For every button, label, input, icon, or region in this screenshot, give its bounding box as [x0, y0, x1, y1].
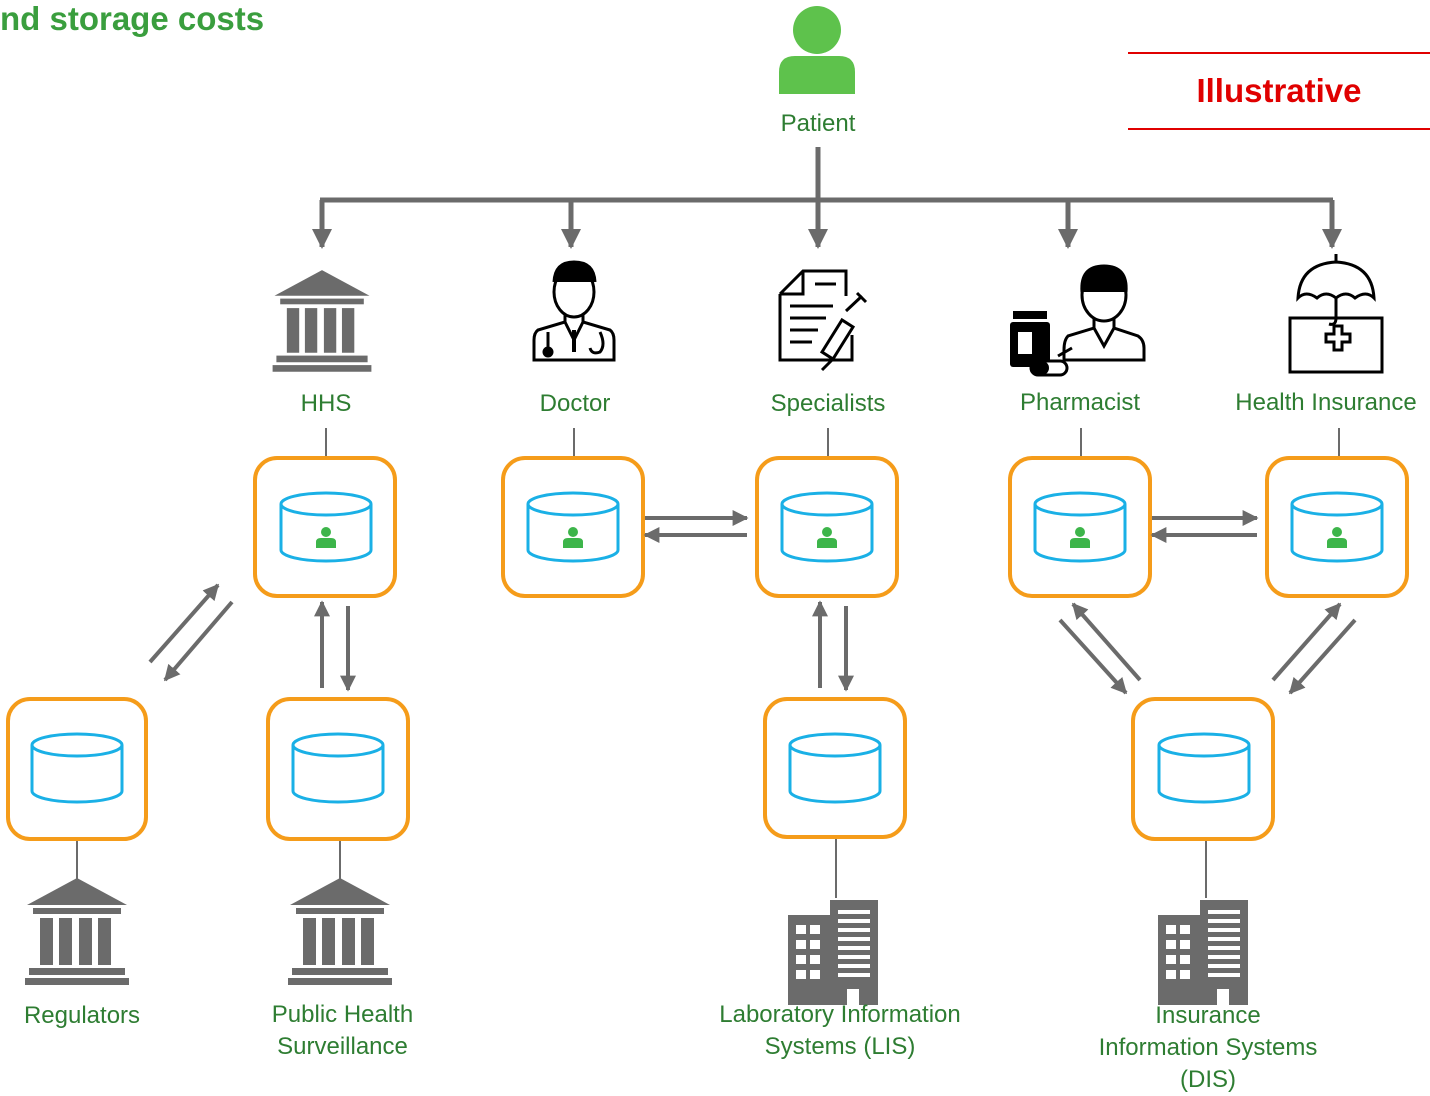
- regulators-bank-icon: [25, 878, 129, 985]
- label-pharmacist: Pharmacist: [1019, 389, 1141, 416]
- pharmacist-icon: [1010, 264, 1146, 377]
- page-title: nd storage costs: [0, 0, 265, 37]
- label-dis: Insurance Information Systems (DIS): [1068, 1000, 1348, 1096]
- label-public-health-line2: Surveillance: [277, 1033, 408, 1060]
- illustrative-label: Illustrative: [1196, 72, 1362, 109]
- label-lis: Laboratory Information Systems (LIS): [690, 999, 990, 1063]
- db-box-specialists: [755, 456, 899, 598]
- doctor-icon: [532, 260, 616, 362]
- label-public-health: Public Health Surveillance: [230, 999, 455, 1063]
- db-box-lis: [763, 697, 907, 839]
- db-box-dis: [1131, 697, 1275, 841]
- exchange-arrows: [148, 510, 1357, 695]
- label-public-health-line1: Public Health: [271, 1001, 414, 1028]
- db-box-pharmacist: [1008, 456, 1152, 598]
- label-patient: Patient: [780, 110, 856, 137]
- health-insurance-icon: [1288, 254, 1384, 374]
- label-hhs: HHS: [300, 390, 352, 417]
- label-dis-line2: Information Systems: [1098, 1034, 1318, 1061]
- db-box-doctor: [501, 456, 645, 598]
- db-box-health-insurance: [1265, 456, 1409, 598]
- hhs-bank-icon: [272, 270, 372, 372]
- db-box-public-health: [266, 697, 410, 841]
- illustrative-badge: Illustrative: [1128, 52, 1430, 130]
- label-dis-line1: Insurance: [1155, 1002, 1261, 1029]
- dis-building-icon: [1158, 900, 1248, 1005]
- patient-connectors: [312, 147, 1342, 249]
- label-dis-line3: (DIS): [1180, 1066, 1236, 1093]
- label-regulators: Regulators: [23, 1002, 141, 1029]
- label-health-insurance: Health Insurance: [1235, 389, 1417, 416]
- db-box-regulators: [6, 697, 148, 841]
- label-lis-line1: Laboratory Information: [719, 1001, 961, 1028]
- patient-icon: [779, 6, 855, 94]
- public-health-bank-icon: [288, 878, 392, 985]
- db-box-hhs: [253, 456, 397, 598]
- specialists-icon: [778, 269, 868, 372]
- lis-building-icon: [788, 900, 878, 1005]
- label-specialists: Specialists: [770, 390, 886, 417]
- label-doctor: Doctor: [539, 390, 611, 417]
- label-lis-line2: Systems (LIS): [764, 1033, 916, 1060]
